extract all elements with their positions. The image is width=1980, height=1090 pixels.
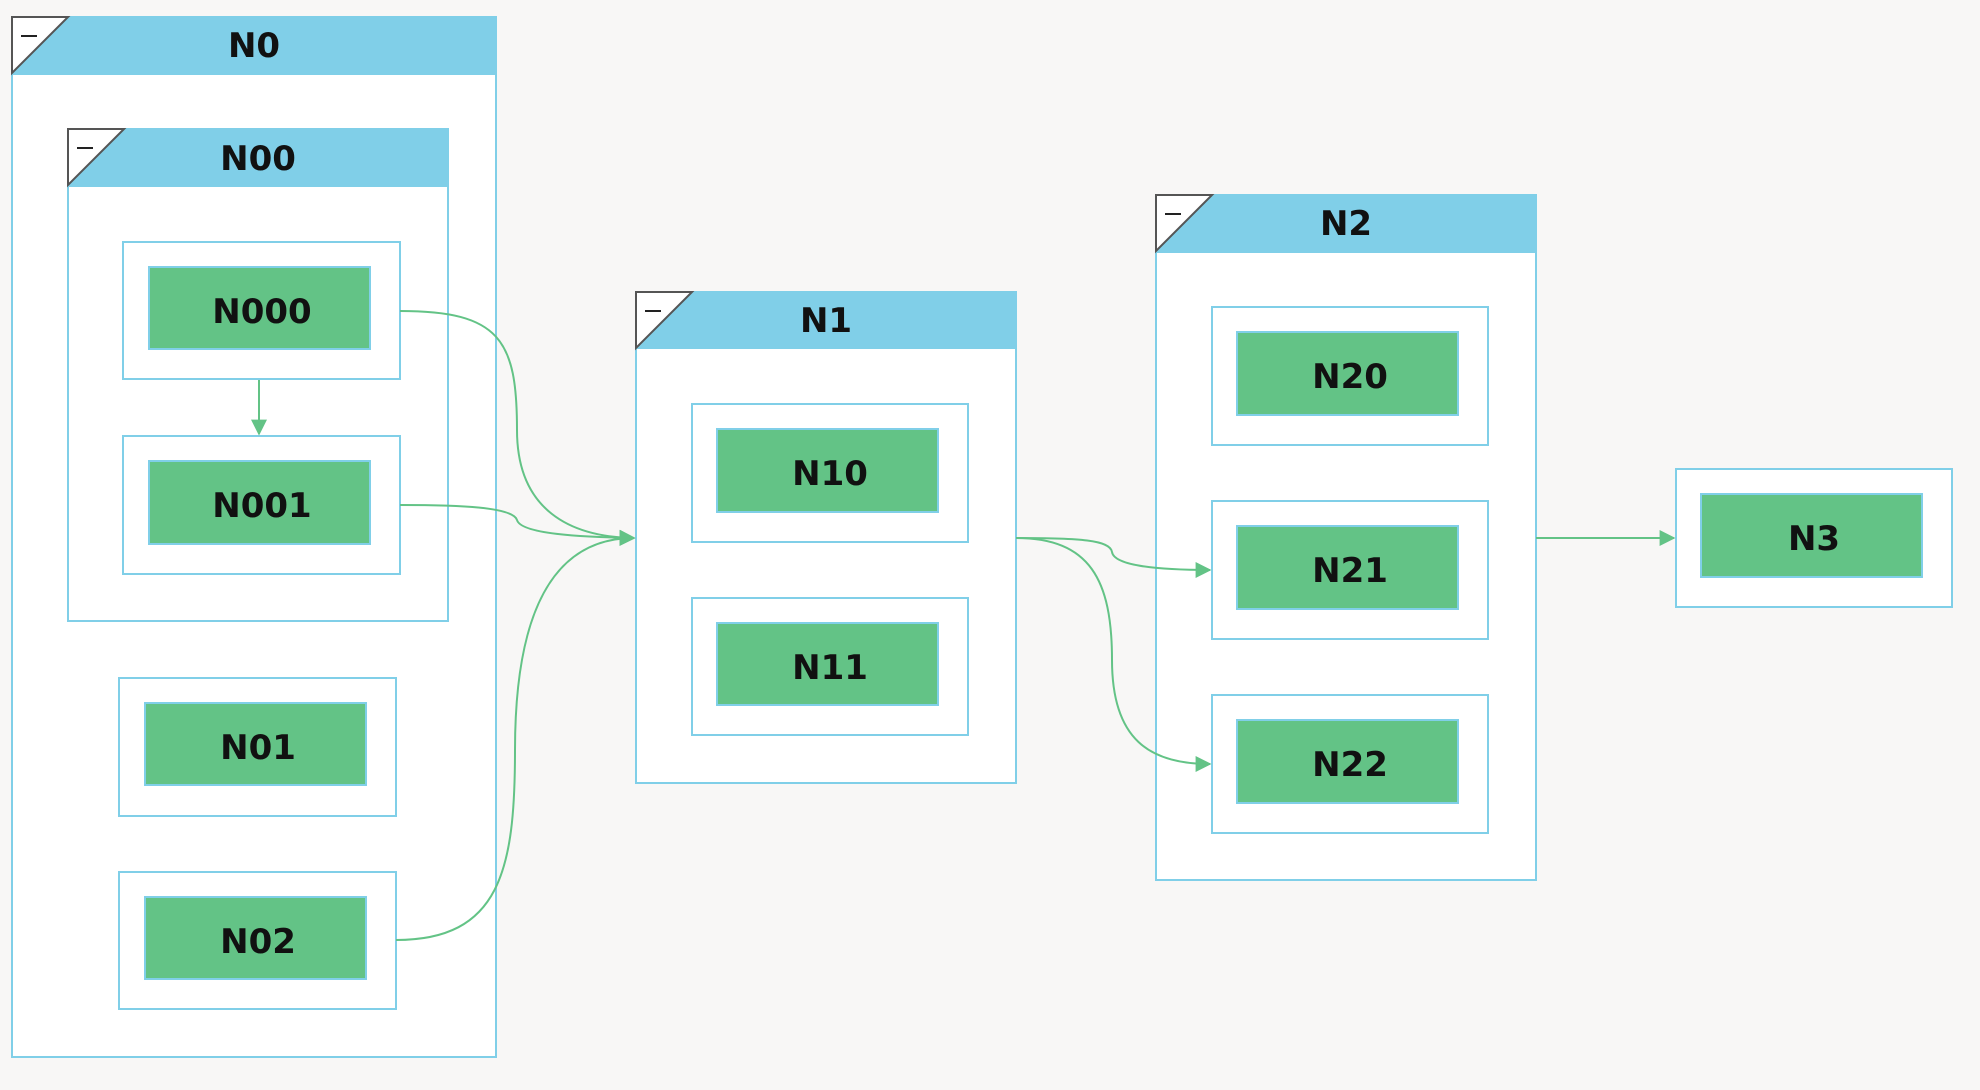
group-n0-label: N0 <box>228 26 280 66</box>
group-n00-header <box>68 129 448 187</box>
group-n1-label: N1 <box>800 301 852 341</box>
node-n22[interactable]: N22 <box>1211 694 1489 834</box>
group-n0-header <box>12 17 496 75</box>
node-n001[interactable]: N001 <box>122 435 401 575</box>
node-n11[interactable]: N11 <box>691 597 969 736</box>
edge-n1-to-n21 <box>1015 537 1212 578</box>
collapse-minus-icon[interactable] <box>67 128 127 188</box>
node-n22-label: N22 <box>1312 745 1388 785</box>
collapse-minus-icon[interactable] <box>635 291 695 351</box>
node-n11-label: N11 <box>792 648 868 688</box>
node-n000[interactable]: N000 <box>122 241 401 380</box>
group-n2-label: N2 <box>1320 204 1372 244</box>
node-n02[interactable]: N02 <box>118 871 397 1010</box>
node-n10[interactable]: N10 <box>691 403 969 543</box>
node-n20-label: N20 <box>1312 357 1388 397</box>
group-n1-header <box>636 292 1016 349</box>
node-n21[interactable]: N21 <box>1211 500 1489 640</box>
node-n10-label: N10 <box>792 454 868 494</box>
node-n000-label: N000 <box>212 292 311 332</box>
group-n00-label: N00 <box>220 139 296 179</box>
node-n20[interactable]: N20 <box>1211 306 1489 446</box>
edge-n02-to-n1 <box>395 530 636 941</box>
node-n3[interactable]: N3 <box>1675 468 1953 608</box>
node-n3-label: N3 <box>1788 519 1840 559</box>
node-n01[interactable]: N01 <box>118 677 397 817</box>
node-n01-label: N01 <box>220 728 296 768</box>
collapse-minus-icon[interactable] <box>11 16 71 76</box>
node-n001-label: N001 <box>212 486 311 526</box>
collapse-minus-icon[interactable] <box>1155 194 1215 254</box>
edge-n1-to-n22 <box>1015 537 1212 772</box>
node-n02-label: N02 <box>220 922 296 962</box>
node-n21-label: N21 <box>1312 551 1388 591</box>
group-n2-header <box>1156 195 1536 253</box>
edge-n001-to-n1 <box>399 504 636 546</box>
edge-n000-to-n1 <box>399 310 636 546</box>
